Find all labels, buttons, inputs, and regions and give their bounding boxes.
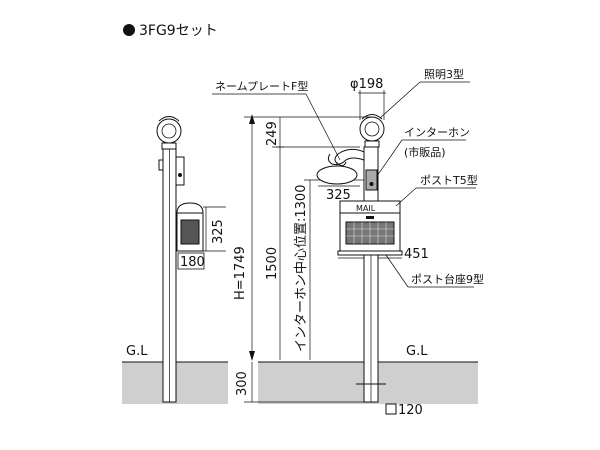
nameplate-leader-diag: [305, 93, 341, 161]
dim-phi: φ198: [350, 77, 383, 92]
dim-451: 451: [404, 247, 429, 262]
nameplate: [316, 165, 358, 185]
front-lamp-base: [364, 140, 380, 148]
front-intercom-button: [369, 182, 374, 186]
post-label: ポストT5型: [420, 173, 478, 187]
side-intercom-button: [178, 173, 182, 177]
dim-h-arrow-top: [249, 114, 255, 124]
base-leader-diag: [385, 254, 409, 288]
side-intercom: [175, 156, 185, 186]
gl-label-right: G.L: [406, 344, 428, 359]
side-mailbox-window: [180, 219, 200, 245]
side-lamp-cap: [158, 116, 180, 122]
side-view: 325 180: [156, 116, 226, 403]
dim-180-box: [177, 252, 205, 270]
dim-120-square: [385, 403, 397, 415]
front-view: φ198 325 MAIL 451 120: [316, 77, 429, 418]
post-mailbox-handle: [366, 216, 374, 219]
dim-325-plate: 325: [326, 188, 351, 203]
intercom-label: インターホン: [404, 126, 470, 139]
front-intercom: [365, 169, 378, 191]
side-lamp-inner: [161, 123, 177, 139]
dim-120: 120: [398, 403, 423, 418]
dim-1500: 1500: [265, 247, 280, 280]
intercom-leader-diag: [376, 139, 403, 177]
intercom-note: (市販品): [404, 145, 446, 159]
dim-height: H=1749: [233, 246, 248, 300]
nameplate-bracket: [334, 148, 365, 167]
nameplate-scroll: [327, 153, 365, 165]
front-lamp-inner: [364, 121, 380, 137]
post-mailbox-grid: [346, 222, 394, 244]
dim-300: 300: [235, 371, 250, 396]
mail-label: MAIL: [356, 204, 376, 213]
title-group: 3FG9セット: [123, 23, 218, 39]
title-bullet: [123, 24, 135, 36]
callouts: ネームプレートF型 照明3型 インターホン (市販品) ポストT5型 ポスト台座…: [212, 67, 484, 288]
side-plate: [158, 159, 164, 171]
dim-intercom-center: インターホン中心位置:1300: [294, 185, 309, 352]
dim-h-arrow-bottom: [249, 351, 255, 361]
front-lamp-globe: [359, 116, 385, 142]
post-base: [337, 250, 403, 256]
dim-325-side: 325: [211, 219, 226, 244]
light-leader-diag: [379, 81, 421, 119]
post-leader-diag: [395, 187, 417, 207]
light-label: 照明3型: [424, 67, 464, 81]
height-dimensions: H=1749 249 1500 インターホン中心位置:1300 300: [233, 114, 372, 403]
diagram-title: 3FG9セット: [139, 23, 218, 39]
dim-249: 249: [265, 121, 280, 146]
nameplate-label: ネームプレートF型: [215, 79, 308, 93]
side-lamp-base: [161, 142, 177, 150]
base-label: ポスト台座9型: [411, 272, 484, 286]
dim-180: 180: [180, 255, 205, 270]
side-lamp-globe: [156, 118, 182, 144]
gl-label-left: G.L: [126, 344, 148, 359]
side-mailbox-top: [176, 202, 204, 214]
